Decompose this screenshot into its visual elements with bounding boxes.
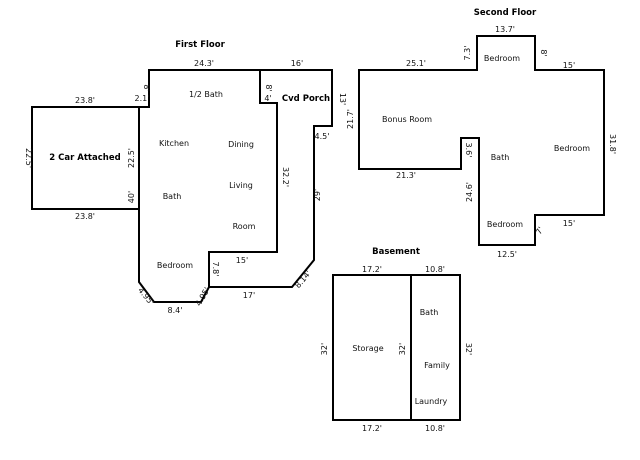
dim-basement-top-left: 17.2': [362, 265, 382, 274]
storage-label: Storage: [352, 344, 383, 353]
dim-right-side: 31.8': [608, 134, 617, 154]
bedroom-right-label: Bedroom: [554, 144, 590, 153]
dim-garage-left: 22.5': [24, 148, 33, 168]
basement-outline: [332, 274, 461, 421]
living-label: Living: [229, 181, 253, 190]
dim-step-right: 8': [539, 49, 548, 56]
dim-garage-top: 23.8': [75, 96, 95, 105]
room-label: Room: [233, 222, 256, 231]
kitchen-label: Kitchen: [159, 139, 189, 148]
dim-top-right: 13.7': [495, 25, 515, 34]
dim-bottom-right: 17': [243, 291, 255, 300]
basement: Basement Storage Bath Family Laundry 17.…: [320, 247, 473, 433]
bath-label-2: Bath: [491, 153, 510, 162]
dim-top: 24.3': [194, 59, 214, 68]
dim-porch-step-c: 4.5': [315, 132, 330, 141]
first-floor: First Floor 2 Car Attached 1/2 Bath Kitc…: [24, 40, 347, 315]
bedroom-bottom-label: Bedroom: [487, 220, 523, 229]
dim-left-top: 25.1': [406, 59, 426, 68]
family-label: Family: [424, 361, 450, 370]
dim-bottom-step: 15': [563, 219, 575, 228]
dim-diag-left-b: 4.95': [194, 286, 212, 308]
second-floor-title: Second Floor: [474, 8, 537, 18]
dim-right-outer: 29': [313, 189, 322, 201]
dim-basement-mid: 32': [398, 343, 407, 355]
second-floor: Second Floor Bonus Room Bedroom Bedroom …: [346, 8, 617, 259]
dim-porch-step-a: 8': [264, 84, 273, 91]
bath-label: Bath: [163, 192, 182, 201]
dim-porch-top: 16': [291, 59, 303, 68]
dim-house-left: 40': [127, 191, 136, 203]
dim-bonus-bottom: 21.3': [396, 171, 416, 180]
dim-basement-bottom-left: 17.2': [362, 424, 382, 433]
porch-inner-wall: [208, 70, 278, 287]
dim-living-bottom: 15': [236, 256, 248, 265]
second-floor-outline: [358, 35, 605, 246]
dim-diag-right: 8.14': [293, 269, 313, 290]
dim-garage-right: 22.5': [127, 148, 136, 168]
dim-notch: 7.8': [211, 262, 220, 277]
dim-bottom: 12.5': [497, 250, 517, 259]
dining-label: Dining: [228, 140, 254, 149]
dim-step-left: 7.3': [463, 46, 472, 61]
bedroom-top-label: Bedroom: [484, 54, 520, 63]
laundry-label: Laundry: [415, 397, 448, 406]
garage-wall: [31, 106, 139, 210]
dim-garage-step-b: 2.1': [135, 94, 150, 103]
dim-garage-bottom: 23.8': [75, 212, 95, 221]
porch-label: Cvd Porch: [282, 94, 330, 104]
dim-basement-right: 32': [464, 343, 473, 355]
bedroom-label: Bedroom: [157, 261, 193, 270]
dim-bottom-step-v: 7': [534, 225, 545, 236]
bonus-room-label: Bonus Room: [382, 115, 432, 124]
dim-living-right: 32.2': [281, 167, 290, 187]
dim-bottom-mid: 8.4': [168, 306, 183, 315]
dim-basement-top-right: 10.8': [425, 265, 445, 274]
dim-right-top: 15': [563, 61, 575, 70]
dim-porch-step-b: 4': [264, 94, 271, 103]
dim-bath-left: 24.6': [465, 182, 474, 202]
dim-diag-left-a: 4.95': [136, 286, 156, 307]
dim-basement-bottom-right: 10.8': [425, 424, 445, 433]
dim-bonus-left: 21.7': [346, 109, 355, 129]
dim-garage-step-a: 8': [142, 84, 151, 91]
basement-title: Basement: [372, 247, 420, 257]
first-floor-title: First Floor: [175, 40, 225, 50]
dim-porch-right: 13': [338, 93, 347, 105]
half-bath-label: 1/2 Bath: [189, 90, 223, 99]
garage-label: 2 Car Attached: [49, 153, 120, 163]
dim-basement-left: 32': [320, 343, 329, 355]
basement-bath-label: Bath: [420, 308, 439, 317]
dim-bath-notch: 3.6': [464, 143, 473, 158]
first-floor-outline: [138, 69, 333, 303]
